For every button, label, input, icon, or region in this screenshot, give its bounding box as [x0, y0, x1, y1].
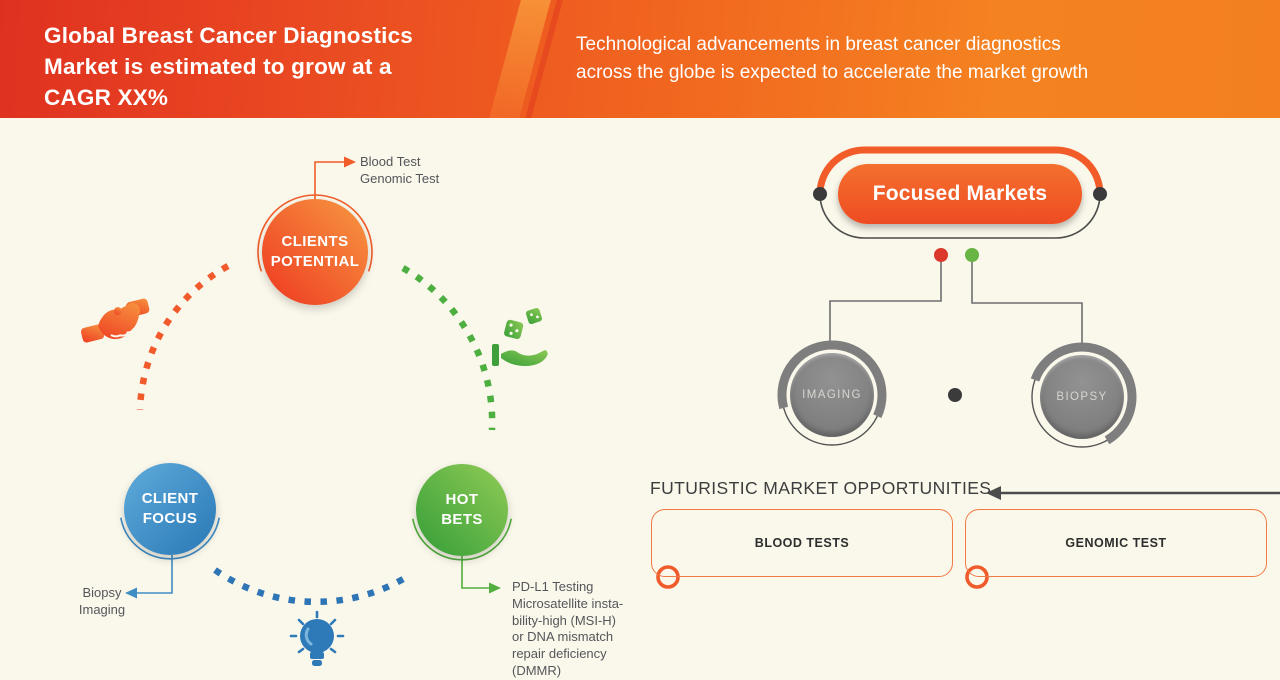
arrowhead-clients-potential [344, 156, 356, 168]
opportunities-arrowhead [986, 486, 1001, 500]
market-node-biopsy: BIOPSY [1040, 355, 1124, 439]
dotted-arc-blue [213, 567, 407, 606]
connector-client-focus [137, 555, 173, 594]
outline-right-dot [1093, 187, 1107, 201]
arrowhead-hot-bets [489, 582, 501, 594]
opportunities-arrow [986, 486, 1280, 500]
cycle-node-label: CLIENT FOCUS [141, 490, 199, 527]
callout-client-focus: Biopsy Imaging [78, 585, 126, 617]
cycle-dotted-arcs [136, 263, 496, 606]
connector-clients-potential [314, 161, 344, 199]
lightbulb-icon [289, 610, 345, 666]
cycle-node-hot-bets: HOT BETS [416, 464, 508, 556]
outline-bottom-arc [819, 193, 1101, 239]
tree-connector-imaging [829, 262, 942, 345]
opportunities-heading: FUTURISTIC MARKET OPPORTUNITIES [650, 478, 992, 498]
center-dot [948, 388, 962, 402]
cycle-node-label: CLIENTS POTENTIAL [270, 233, 360, 270]
market-node-label: BIOPSY [1056, 391, 1108, 403]
focused-markets-tree [829, 248, 1083, 402]
handshake-icon [80, 298, 150, 343]
focused-markets-label: Focused Markets [872, 182, 1048, 205]
outline-arc-blue [120, 517, 220, 560]
dotted-arc-green [401, 265, 496, 431]
connector-hot-bets [461, 556, 489, 589]
arrowhead-client-focus [125, 587, 137, 599]
opportunity-box-blood-tests: BLOOD TESTS [651, 509, 953, 577]
legend-dot-green [965, 248, 979, 262]
legend-dot-red [934, 248, 948, 262]
market-node-label: IMAGING [802, 389, 862, 401]
opportunity-box-genomic-test: GENOMIC TEST [965, 509, 1267, 577]
dotted-arc-orange [136, 263, 230, 411]
callout-clients-potential: Blood Test Genomic Test [360, 154, 440, 186]
diagram-vector-layer [80, 146, 1280, 666]
dice-in-hand-icon [492, 307, 548, 366]
market-node-imaging: IMAGING [790, 353, 874, 437]
cycle-node-client-focus: CLIENT FOCUS [124, 463, 216, 555]
market-node-arcs [777, 340, 1137, 448]
header-banner: Global Breast Cancer Diagnostics Market … [0, 0, 1280, 118]
focused-markets-pill: Focused Markets [838, 164, 1082, 224]
page-title: Global Breast Cancer Diagnostics Market … [44, 23, 414, 110]
cycle-node-label: HOT BETS [441, 491, 483, 528]
tree-connector-biopsy [971, 262, 1083, 347]
diagram-canvas: CLIENTS POTENTIAL CLIENT FOCUS HOT BETS … [0, 118, 1280, 680]
outline-left-dot [813, 187, 827, 201]
callout-hot-bets: PD-L1 Testing Microsatellite insta- bili… [512, 579, 624, 678]
biopsy-thick-arc [1030, 342, 1137, 445]
outline-top-arc [816, 146, 1104, 195]
opportunity-label: GENOMIC TEST [1065, 536, 1167, 550]
imaging-thick-arc [777, 340, 887, 418]
header-subtitle: Technological advancements in breast can… [576, 34, 1089, 83]
focused-markets-outline [813, 146, 1107, 239]
callout-connectors [125, 156, 501, 599]
opportunity-label: BLOOD TESTS [754, 536, 850, 550]
cycle-node-clients-potential: CLIENTS POTENTIAL [262, 199, 368, 305]
